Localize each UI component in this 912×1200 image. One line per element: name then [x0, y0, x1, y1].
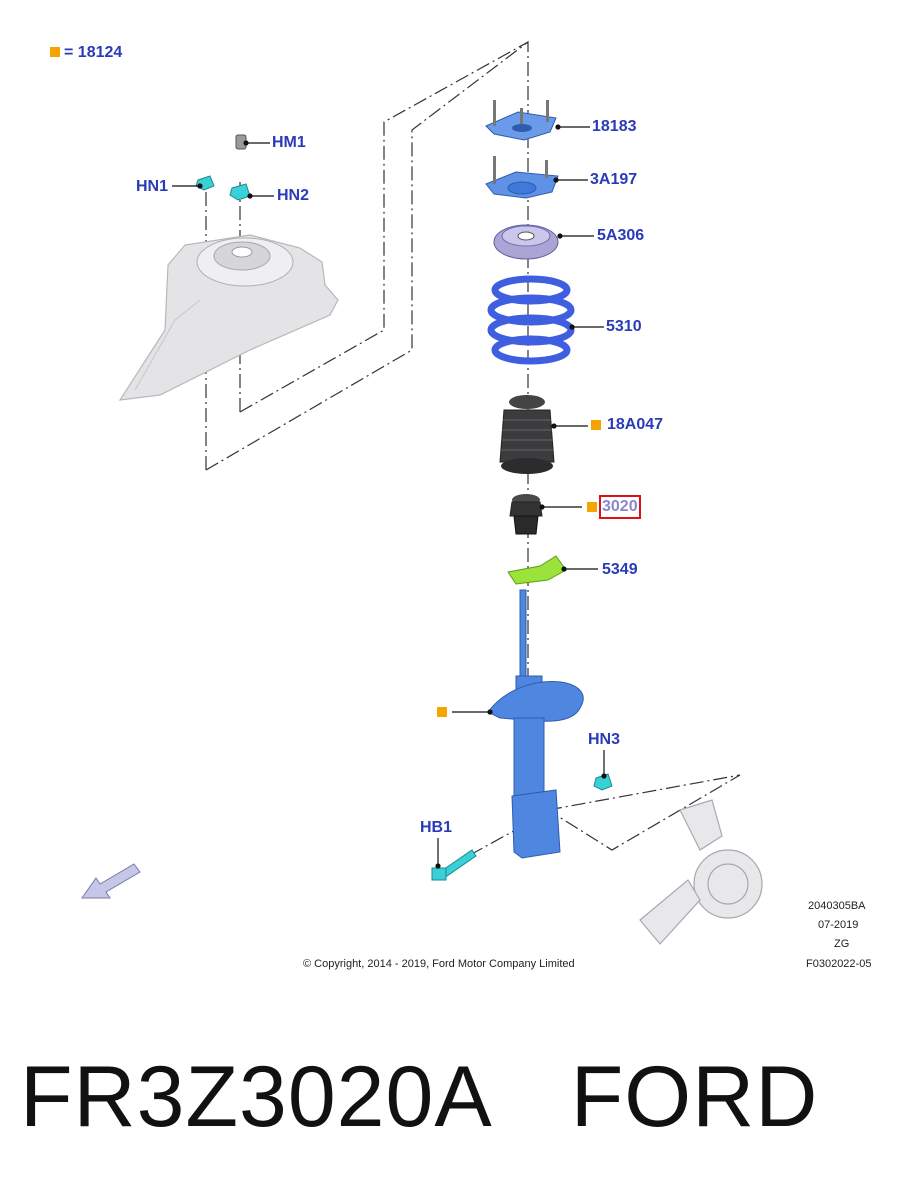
- part-label-5310[interactable]: 5310: [606, 318, 642, 335]
- bracket-5349-shape: [507, 555, 567, 585]
- marker-3020: [587, 502, 597, 512]
- part-label-18183[interactable]: 18183: [592, 118, 637, 135]
- part-label-3020-highlighted[interactable]: 3020: [599, 495, 641, 519]
- legend-label: = 18124: [64, 44, 123, 61]
- drawing-code: 2040305BA: [808, 900, 866, 912]
- assembly-lines: [205, 40, 741, 856]
- drawing-date: 07-2019: [818, 919, 859, 931]
- drawing-zg: ZG: [834, 938, 850, 950]
- part-label-5349[interactable]: 5349: [602, 561, 638, 578]
- hn2-nut-shape: [229, 183, 251, 201]
- shock-tower-body: [118, 234, 339, 401]
- direction-arrow-icon: [81, 863, 141, 899]
- part-label-hn2[interactable]: HN2: [277, 187, 310, 204]
- bearing-5a306: [493, 224, 559, 260]
- drawing-ref: F0302022-05: [806, 958, 872, 970]
- bump-stop-3020: [509, 494, 543, 535]
- part-label-hn3[interactable]: HN3: [588, 731, 621, 748]
- exploded-strut-diagram: [81, 40, 763, 945]
- part-label-hn1[interactable]: HN1: [136, 178, 169, 195]
- marker-18a047: [591, 420, 601, 430]
- dust-boot-18a047: [499, 395, 555, 474]
- marker-strut: [437, 707, 447, 717]
- strut-assembly: [487, 589, 584, 859]
- part-label-18a047[interactable]: 18A047: [607, 416, 664, 433]
- coil-spring-5310: [487, 275, 575, 365]
- caption-brand: FORD: [570, 1049, 819, 1145]
- legend-marker: [50, 47, 60, 57]
- leader-lines: [172, 124, 607, 869]
- part-label-3a197[interactable]: 3A197: [590, 171, 638, 188]
- upper-mount-18183: [485, 100, 557, 141]
- caption-part-number: FR3Z3020A: [20, 1049, 493, 1145]
- part-label-5a306[interactable]: 5A306: [597, 227, 645, 244]
- mount-3a197: [485, 156, 559, 199]
- steering-knuckle: [639, 799, 763, 945]
- hb1-bolt-shape: [431, 849, 477, 881]
- part-caption: FR3Z3020A FORD: [20, 1048, 818, 1147]
- part-label-hm1[interactable]: HM1: [272, 134, 306, 151]
- copyright: © Copyright, 2014 - 2019, Ford Motor Com…: [303, 958, 575, 970]
- part-label-hb1[interactable]: HB1: [420, 819, 453, 836]
